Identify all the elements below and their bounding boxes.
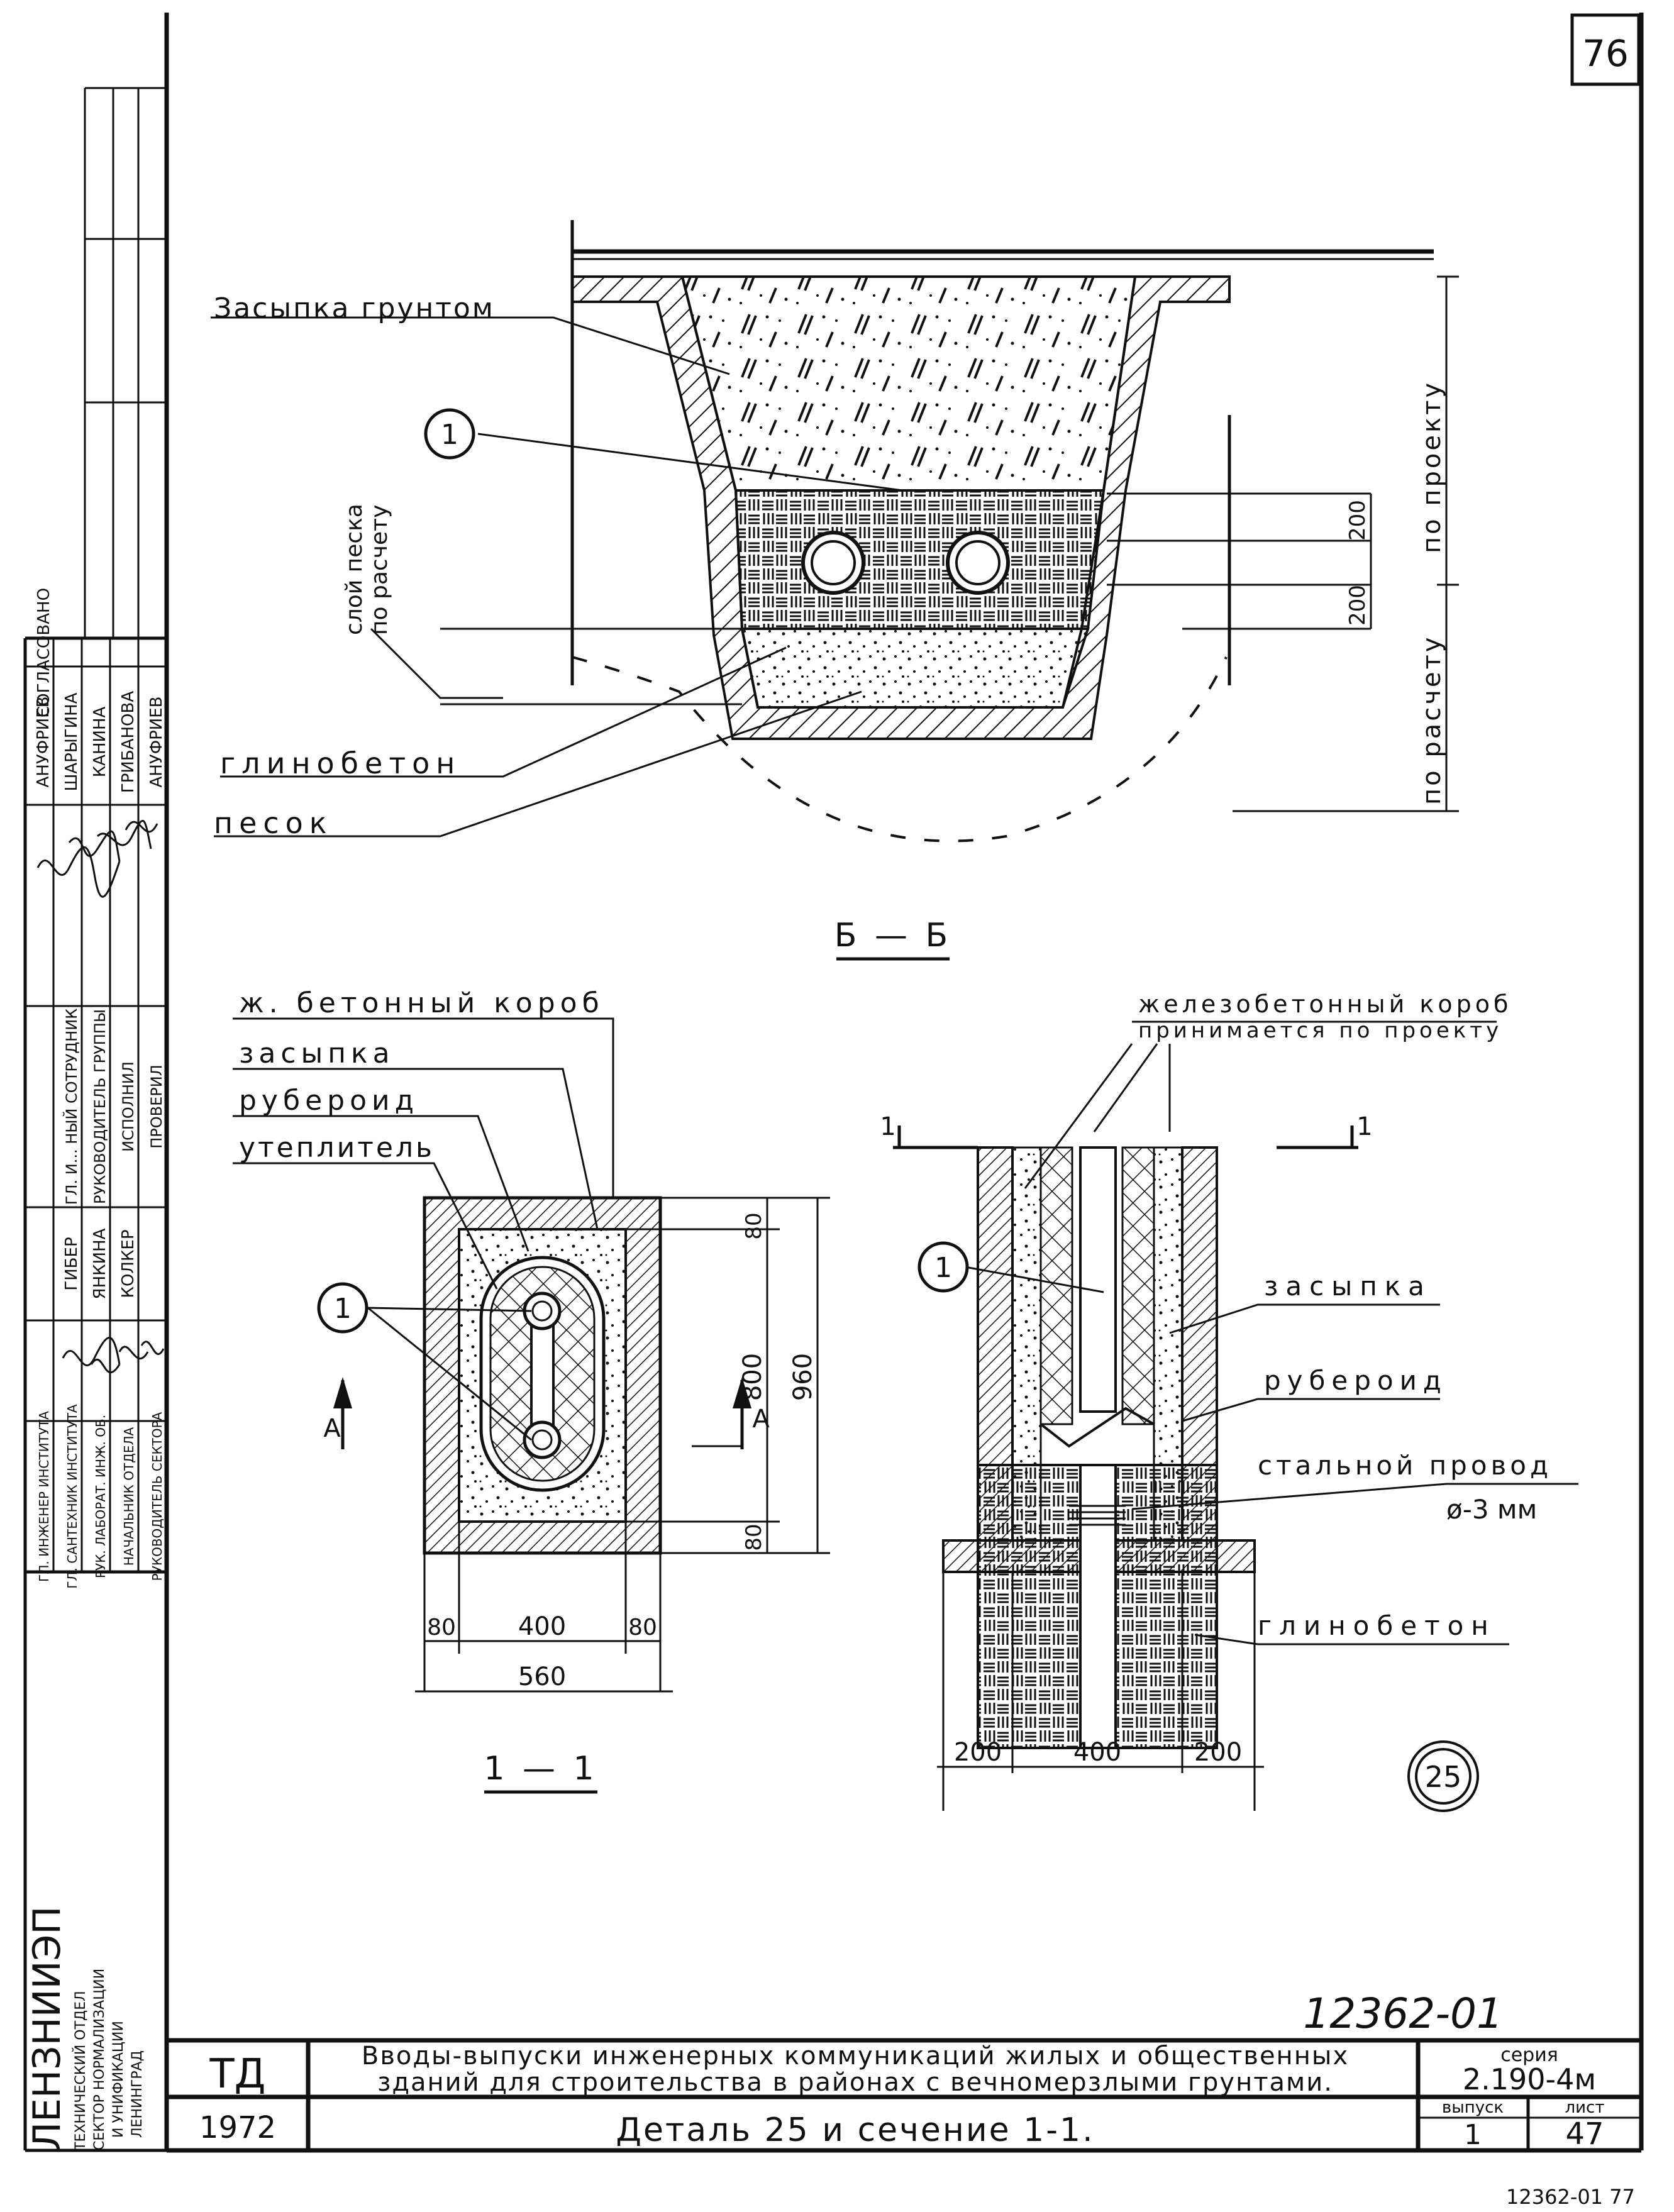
- tb-issue-label: выпуск: [1442, 2098, 1504, 2117]
- aa-label-wire: стальной провод: [1258, 1450, 1552, 1481]
- stamp-role2-1: РУКОВОДИТЕЛЬ ГРУППЫ: [91, 1009, 109, 1204]
- aa-label-box-2: принимается по проекту: [1138, 1018, 1502, 1043]
- sheet-number: 76: [1582, 32, 1629, 75]
- stamp-header: СОГЛАСОВАНО: [35, 588, 53, 717]
- s11-cut-mark-right: A: [752, 1405, 770, 1434]
- bb-dim-200b: 200: [1345, 585, 1370, 626]
- stamp-role-3: НАЧАЛЬНИК ОТДЕЛА: [121, 1427, 136, 1566]
- s11-cut-mark-left: A: [323, 1414, 341, 1443]
- tb-series: 2.190-4м: [1463, 2062, 1596, 2096]
- s11-label-box: ж. бетонный короб: [239, 987, 604, 1019]
- bb-label-sand-layer-1: слой песка: [341, 504, 367, 635]
- aa-dim-400: 400: [1073, 1738, 1121, 1767]
- tb-code: ТД: [209, 2051, 265, 2098]
- stamp-name2-1: ШАРЫГИНА: [62, 692, 81, 791]
- aa-label-wire-dia: ø-3 мм: [1446, 1494, 1537, 1525]
- bb-callout: 1: [441, 419, 458, 451]
- aa-dim-200-right: 200: [1194, 1738, 1242, 1767]
- org-line1: ТЕХНИЧЕСКИЙ ОТДЕЛ: [72, 1991, 89, 2151]
- sheet-frame: [164, 13, 1644, 2153]
- aa-label-box-1: железобетонный короб: [1138, 990, 1512, 1018]
- stamp-name-2: КОЛКЕР: [119, 1229, 138, 1298]
- aa-cut-mark-right: 1: [1356, 1112, 1372, 1141]
- bb-label-sand-layer-2: по расчету: [367, 505, 392, 635]
- tb-detail: Деталь 25 и сечение 1-1.: [616, 2111, 1094, 2149]
- bb-label-fill: Засыпка грунтом: [214, 292, 495, 324]
- s11-dim-80-bot: 80: [741, 1524, 767, 1551]
- stamp-role-2: РУК. ЛАБОРАТ. ИНЖ. ОБ.: [93, 1415, 108, 1578]
- tb-issue: 1: [1464, 2119, 1482, 2151]
- stamp-name2-4: АНУФРИЕВ: [147, 697, 166, 788]
- s11-callout: 1: [334, 1293, 352, 1325]
- signatures: [36, 820, 165, 1374]
- stamp-role-4: РУКОВОДИТЕЛЬ СЕКТОРА: [150, 1412, 165, 1581]
- stamp-role2-0: ГЛ. И... НЫЙ СОТРУДНИК: [62, 1009, 80, 1205]
- stamp-name-0: ГИБЕР: [62, 1237, 81, 1290]
- tb-series-label: серия: [1500, 2044, 1558, 2066]
- tb-year: 1972: [199, 2110, 276, 2145]
- tb-sheet-label: лист: [1565, 2098, 1605, 2117]
- bb-callout-circle: [424, 408, 475, 460]
- s11-dim-400: 400: [518, 1612, 566, 1641]
- s11-dim-960: 960: [789, 1353, 818, 1401]
- detail-number-inner: [1415, 1748, 1472, 1805]
- org-name: ЛЕНЗНИИЭП: [25, 1906, 69, 2150]
- tb-title-line2: зданий для строительства в районах с веч…: [377, 2068, 1333, 2097]
- stamp-role-1: ГЛ. САНТЕХНИК ИНСТИТУТА: [65, 1404, 80, 1589]
- s11-dim-80-top: 80: [741, 1212, 767, 1239]
- aa-label-ruberoid: рубероид: [1264, 1365, 1448, 1396]
- tb-sheet: 47: [1565, 2116, 1604, 2152]
- detail-number-outer: [1407, 1740, 1479, 1812]
- s11-dim-80-left: 80: [427, 1615, 456, 1640]
- stamp-column: [23, 87, 167, 2152]
- aa-label-fill: засыпка: [1264, 1271, 1432, 1302]
- s11-dim-80-right: 80: [628, 1615, 657, 1640]
- s11-dim-800: 800: [738, 1353, 767, 1401]
- stamp-role2-3: ПРОВЕРИЛ: [148, 1065, 165, 1149]
- s11-label-ruberoid: рубероид: [239, 1085, 419, 1117]
- aa-cut-mark-left: 1: [880, 1112, 895, 1141]
- section-bb-drawing: [211, 220, 1459, 843]
- section-11-drawing: [233, 1017, 830, 1693]
- bb-label-clay: глинобетон: [220, 746, 461, 780]
- section-aa-drawing: [893, 1020, 1578, 1811]
- stamp-role-0: ГЛ. ИНЖЕНЕР ИНСТИТУТА: [36, 1411, 52, 1582]
- org-line2: СЕКТОР НОРМАЛИЗАЦИИ: [92, 1969, 108, 2150]
- stamp-name2-2: КАНИНА: [91, 707, 109, 778]
- stamp-name-1: ЯНКИНА: [91, 1228, 109, 1299]
- s11-callout-circle: [317, 1282, 369, 1334]
- tb-title-line1: Вводы-выпуски инженерных коммуникаций жи…: [362, 2042, 1349, 2071]
- aa-callout: 1: [934, 1252, 952, 1284]
- bb-label-sand: песок: [214, 806, 333, 840]
- stamp-name2-3: ГРИБАНОВА: [119, 691, 138, 793]
- s11-title: 1 — 1: [484, 1750, 597, 1788]
- aa-label-clay: глинобетон: [1258, 1610, 1496, 1641]
- title-block: [167, 2038, 1641, 2150]
- bb-dim-design: по проекту: [1417, 380, 1446, 553]
- detail-number: 25: [1425, 1760, 1462, 1794]
- aa-dim-200-left: 200: [954, 1738, 1002, 1767]
- stamp-name2-0: АНУФРИЕВ: [34, 697, 53, 788]
- aa-callout-circle: [917, 1241, 969, 1293]
- bb-dim-calc: по расчету: [1417, 635, 1446, 805]
- sheet-number-box: [1570, 13, 1641, 86]
- org-line4: ЛЕНИНГРАД: [130, 2050, 145, 2138]
- bb-title: Б — Б: [834, 917, 951, 954]
- org-line3: И УНИФИКАЦИИ: [111, 2021, 126, 2138]
- bb-dim-200a: 200: [1345, 500, 1370, 541]
- footer-number: 12362-01 77: [1506, 2185, 1635, 2209]
- doc-number: 12362-01: [1303, 1989, 1503, 2038]
- s11-dim-560: 560: [518, 1662, 566, 1691]
- stamp-role2-2: ИСПОЛНИЛ: [119, 1061, 137, 1152]
- s11-label-fill: засыпка: [239, 1037, 395, 1070]
- s11-label-insul: утеплитель: [239, 1132, 435, 1164]
